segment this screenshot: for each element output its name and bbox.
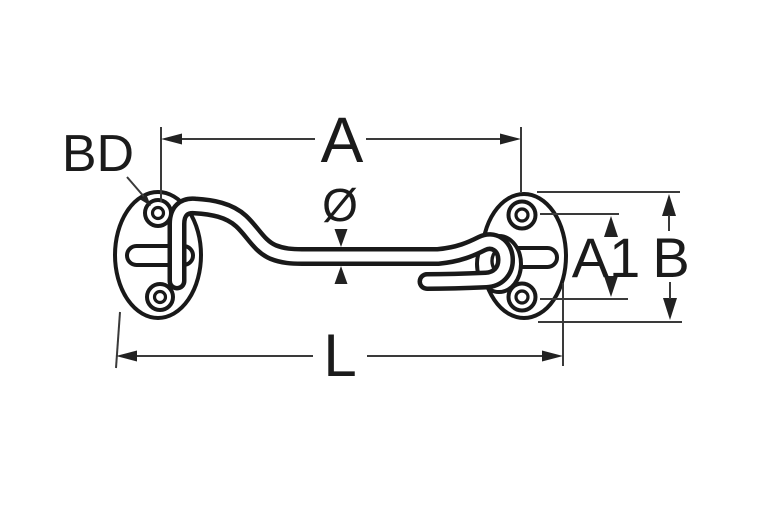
bd-leader-arrow (140, 194, 151, 206)
right-bottom-screw-hole (514, 289, 530, 305)
dim-b-arrow-up (662, 194, 676, 216)
dimension-a: A (160, 104, 522, 202)
hook-rod-core (172, 200, 511, 287)
dim-l-arrow-right (542, 350, 563, 362)
dim-a-label: A (321, 104, 364, 176)
dimension-diameter: Ø (322, 179, 358, 284)
dim-diameter-arrow-up (334, 266, 348, 284)
left-top-screw-hole (150, 205, 166, 221)
dim-b-label: B (652, 226, 689, 289)
dim-a1-arrow-up (604, 216, 618, 237)
dim-l-ext-left (115, 311, 121, 369)
dim-l-label: L (323, 322, 356, 389)
dimension-l: L (115, 283, 564, 389)
left-plate-screws (143, 198, 175, 312)
dim-b-arrow-down (663, 298, 677, 320)
dim-a-arrow-right (500, 133, 521, 145)
right-top-screw-hole (514, 207, 530, 223)
bd-label: BD (62, 125, 134, 183)
dim-diameter-arrow-down (334, 229, 348, 247)
callout-bd: BD (62, 125, 151, 206)
hook-rod (167, 196, 515, 291)
dim-a-arrow-left (161, 133, 182, 145)
dim-a1-arrow-down (604, 276, 618, 297)
dim-a1-label: A1 (572, 226, 641, 289)
dim-diameter-label: Ø (322, 179, 358, 231)
left-bottom-screw-hole (152, 289, 168, 305)
right-plate-screws (506, 199, 538, 313)
bd-leader-line (126, 176, 147, 200)
dim-l-arrow-left (116, 350, 137, 362)
dimension-a1: A1 (540, 213, 641, 300)
